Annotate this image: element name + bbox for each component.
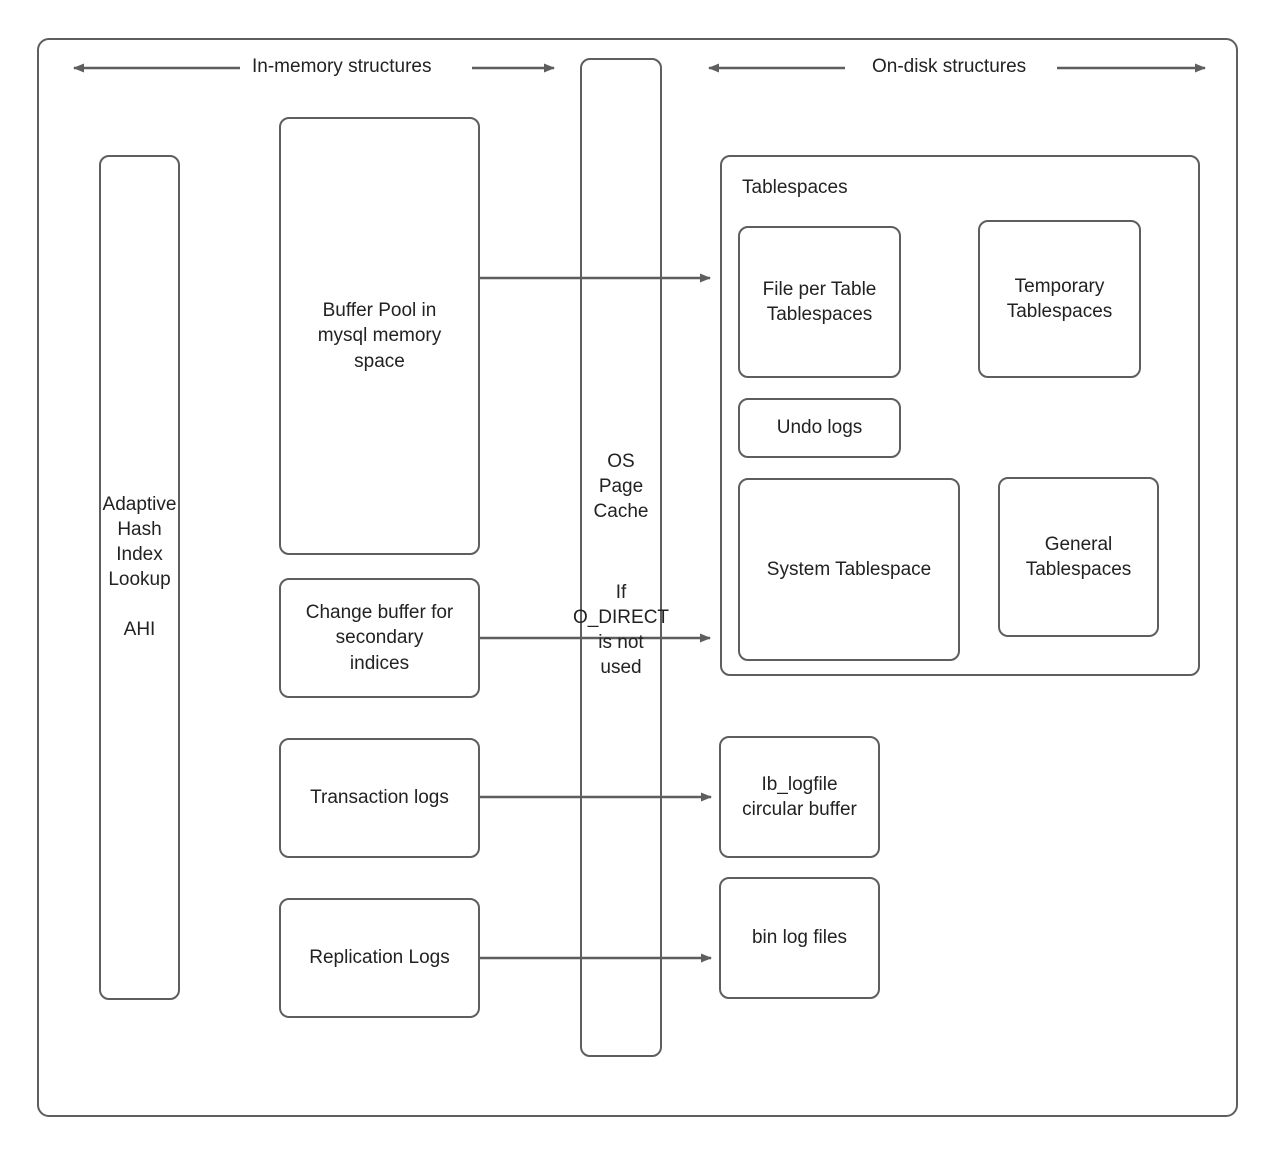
- ib-logfile-box[interactable]: Ib_logfile circular buffer: [719, 736, 880, 858]
- file-per-table-tablespaces-box[interactable]: File per Table Tablespaces: [738, 226, 901, 378]
- buffer-pool-box[interactable]: Buffer Pool in mysql memory space: [279, 117, 480, 555]
- replication-logs-box[interactable]: Replication Logs: [279, 898, 480, 1018]
- undo-logs-box[interactable]: Undo logs: [738, 398, 901, 458]
- adaptive-hash-index-box[interactable]: [99, 155, 180, 1000]
- bin-log-files-box[interactable]: bin log files: [719, 877, 880, 999]
- os-page-cache-box[interactable]: [580, 58, 662, 1057]
- temporary-tablespaces-box[interactable]: Temporary Tablespaces: [978, 220, 1141, 378]
- general-tablespaces-box[interactable]: General Tablespaces: [998, 477, 1159, 637]
- on-disk-structures-label: On-disk structures: [872, 56, 1027, 77]
- change-buffer-box[interactable]: Change buffer for secondary indices: [279, 578, 480, 698]
- transaction-logs-box[interactable]: Transaction logs: [279, 738, 480, 858]
- system-tablespace-box[interactable]: System Tablespace: [738, 478, 960, 661]
- in-memory-structures-label: In-memory structures: [252, 56, 432, 77]
- outer-frame: [37, 38, 1238, 1117]
